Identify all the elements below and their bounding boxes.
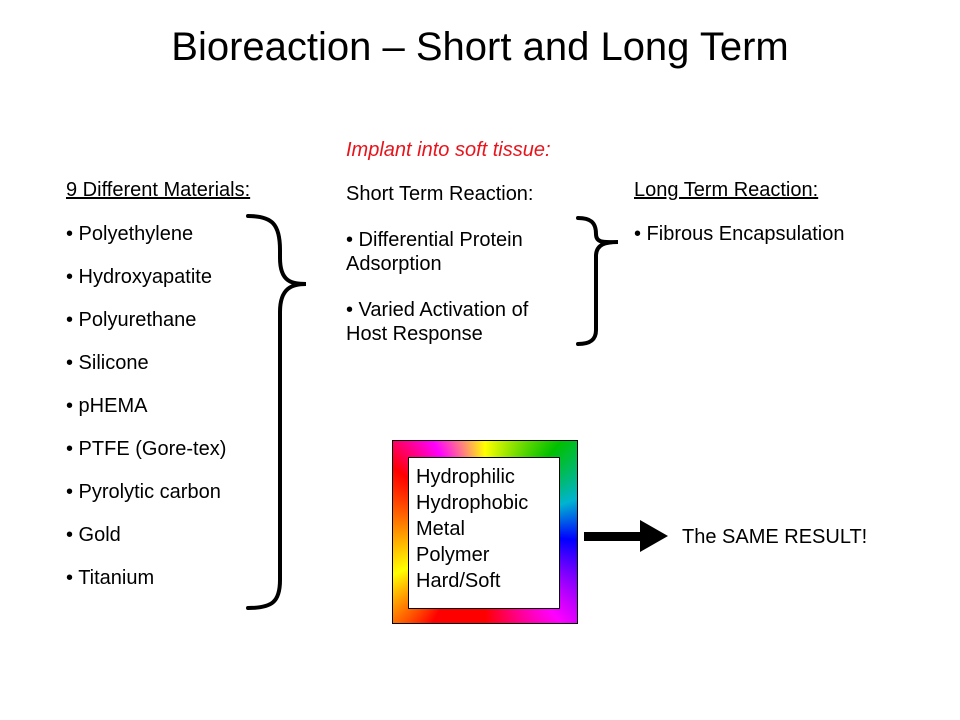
short-term-heading: Short Term Reaction: (346, 183, 534, 205)
slide-title: Bioreaction – Short and Long Term (171, 25, 789, 69)
long-term-heading: Long Term Reaction: (634, 179, 819, 201)
materials-heading: 9 Different Materials: (66, 179, 251, 201)
material-item: • Polyurethane (66, 309, 197, 331)
property-line: Hydrophobic (416, 492, 529, 514)
implant-heading: Implant into soft tissue: (346, 139, 551, 161)
short-term-item: • Differential Protein Adsorption (346, 229, 523, 275)
arrow-right-icon (584, 520, 668, 552)
short-term-brace (576, 216, 619, 346)
result-text: The SAME RESULT! (682, 526, 868, 548)
properties-box (408, 457, 560, 609)
material-item: • Silicone (66, 352, 149, 374)
material-item: • pHEMA (66, 395, 148, 417)
material-item: • Pyrolytic carbon (66, 481, 221, 503)
property-line: Hard/Soft (416, 570, 501, 592)
properties-list: Hydrophilic Hydrophobic Metal Polymer Ha… (416, 464, 528, 594)
material-item: • Titanium (66, 567, 155, 589)
material-item: • Polyethylene (66, 223, 194, 245)
property-line: Polymer (416, 544, 490, 566)
property-line: Hydrophilic (416, 466, 515, 488)
material-item: • PTFE (Gore-tex) (66, 438, 227, 460)
material-item: • Gold (66, 524, 121, 546)
material-item: • Hydroxyapatite (66, 266, 212, 288)
long-term-item: • Fibrous Encapsulation (634, 223, 845, 245)
property-line: Metal (416, 518, 465, 540)
materials-brace (246, 214, 307, 610)
short-term-item: • Varied Activation of Host Response (346, 299, 529, 345)
